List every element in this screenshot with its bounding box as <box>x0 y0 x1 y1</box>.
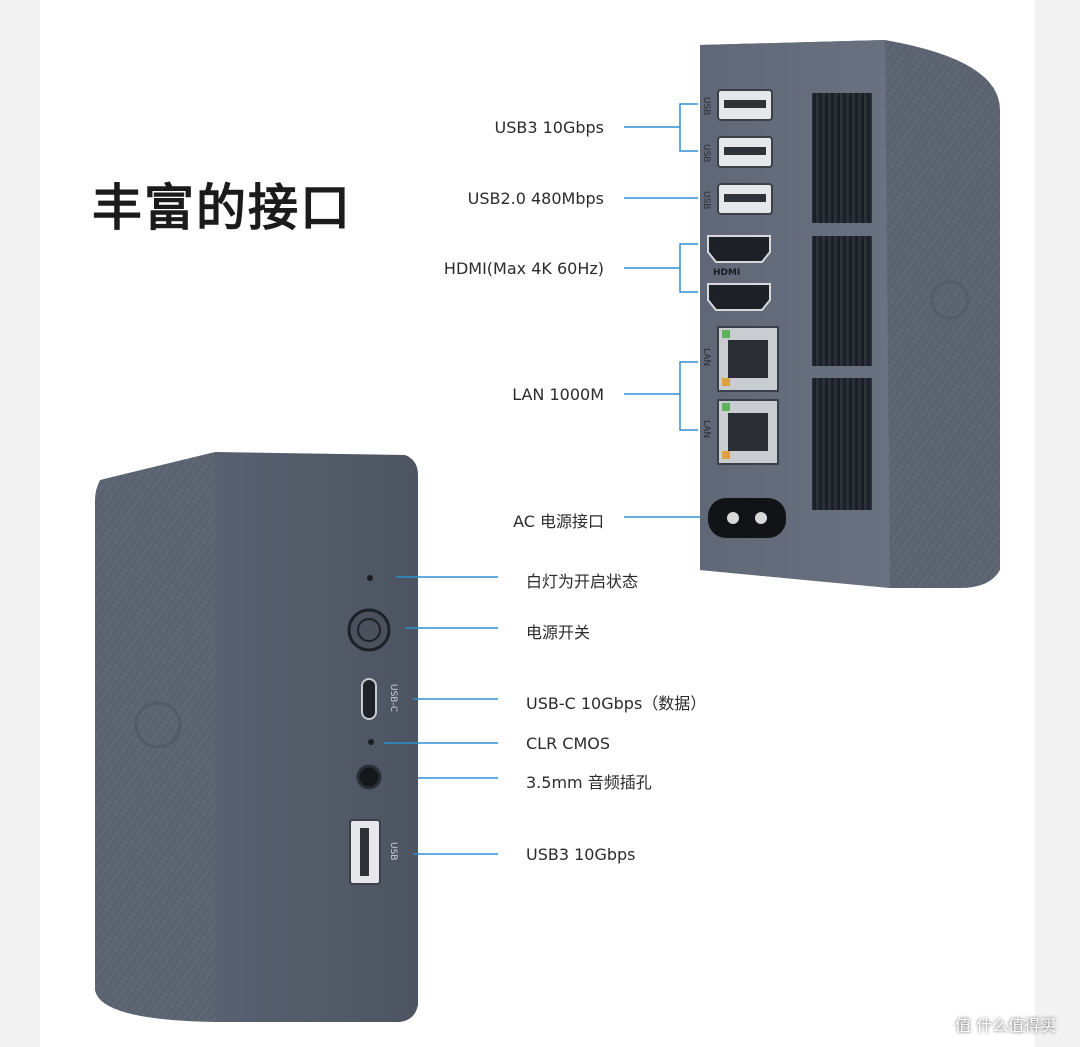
watermark-text: 值 什么值得买 <box>955 1016 1057 1035</box>
vent-grille <box>812 236 872 366</box>
lan-port-icon <box>717 326 779 392</box>
ac-power-inlet-icon <box>708 498 786 538</box>
brand-logo-icon <box>930 280 970 320</box>
port-label-usb: USB <box>701 144 711 162</box>
port-label-hdmi: HDMI <box>713 268 740 278</box>
watermark-logo-icon <box>931 1012 951 1032</box>
hdmi-port-icon <box>707 283 771 311</box>
leader-lines-rear <box>624 103 700 518</box>
rear-device <box>700 40 1000 588</box>
callout-usb3: USB3 10Gbps <box>494 118 604 137</box>
callout-clr-cmos: CLR CMOS <box>526 734 611 753</box>
usb-c-port-icon <box>361 678 377 720</box>
hdmi-port-icon <box>707 235 771 263</box>
callout-usb-c: USB-C 10Gbps（数据） <box>526 694 707 713</box>
brand-logo-icon <box>134 701 182 749</box>
callout-led: 白灯为开启状态 <box>526 572 639 591</box>
vent-grille <box>812 93 872 223</box>
port-label-lan: LAN <box>701 420 711 438</box>
port-label-usb-c: USB-C <box>388 684 398 712</box>
port-label-lan: LAN <box>701 348 711 366</box>
callout-usb2: USB2.0 480Mbps <box>467 189 604 208</box>
port-label-usb: USB <box>701 191 711 209</box>
audio-jack-icon <box>356 764 382 790</box>
usb-port-icon <box>349 819 381 885</box>
callout-power-switch: 电源开关 <box>526 623 591 642</box>
leader-lines-front <box>384 576 498 855</box>
page-title: 丰富的接口 <box>92 179 352 237</box>
status-led-icon <box>367 575 373 581</box>
usb-port-icon <box>717 136 773 168</box>
callout-ac-power: AC 电源接口 <box>513 512 604 531</box>
usb-port-icon <box>717 183 773 215</box>
vent-grille <box>812 378 872 510</box>
callout-audio-jack: 3.5mm 音频插孔 <box>526 773 652 792</box>
callout-hdmi: HDMI(Max 4K 60Hz) <box>443 259 604 278</box>
callout-usb3-front: USB3 10Gbps <box>526 845 636 864</box>
power-button-icon <box>347 608 391 652</box>
port-label-usb: USB <box>388 842 398 860</box>
front-device <box>95 452 418 1022</box>
usb-port-icon <box>717 89 773 121</box>
port-label-usb: USB <box>701 97 711 115</box>
clr-cmos-hole-icon <box>368 739 374 745</box>
callout-lan: LAN 1000M <box>512 385 604 404</box>
lan-port-icon <box>717 399 779 465</box>
